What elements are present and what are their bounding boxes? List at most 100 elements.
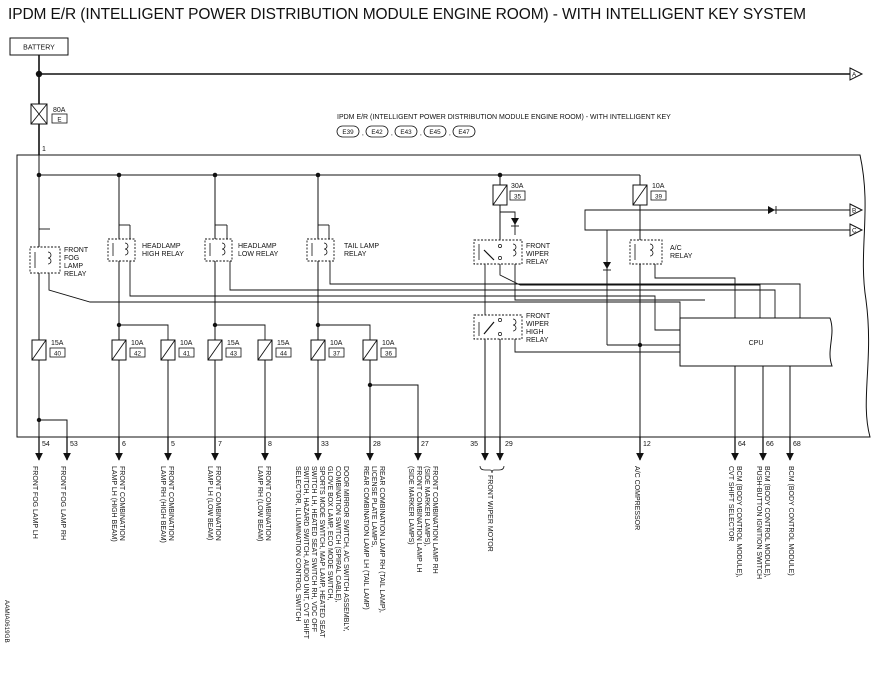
svg-text:27: 27 [421,441,429,448]
svg-text:REAR COMBINATION LAMP LH (TAIL: REAR COMBINATION LAMP LH (TAIL LAMP) [362,466,369,610]
svg-text:53: 53 [70,441,78,448]
svg-text:LOW RELAY: LOW RELAY [238,251,279,258]
svg-text:FRONT COMBINATION LAMP LH: FRONT COMBINATION LAMP LH [415,466,422,573]
svg-text:10A: 10A [180,340,193,347]
svg-text:43: 43 [230,350,238,357]
svg-text:COMBINATION SWITCH (SPIRAL CAB: COMBINATION SWITCH (SPIRAL CABLE), [334,466,341,603]
svg-text:15A: 15A [51,340,64,347]
svg-text:35: 35 [514,193,522,200]
svg-text:7: 7 [218,441,222,448]
svg-text:(SIDE MARKER LAMPS): (SIDE MARKER LAMPS) [407,466,414,545]
fuse-10a-36 [362,339,378,361]
label-fog-rh: FRONT FOG LAMP RH [59,466,66,540]
svg-text:E42: E42 [371,129,383,136]
svg-text:42: 42 [134,350,142,357]
svg-text:HIGH RELAY: HIGH RELAY [142,251,184,258]
svg-text:REAR COMBINATION LAMP RH (TAIL: REAR COMBINATION LAMP RH (TAIL LAMP), [378,466,385,613]
svg-text:44: 44 [280,350,288,357]
destination-labels: FRONT FOG LAMP LH FRONT FOG LAMP RH FRON… [31,466,794,640]
svg-text:GLOVE BOX LAMP, ECO MODE SWITC: GLOVE BOX LAMP, ECO MODE SWITCH, [326,466,333,601]
svg-text:WIPER: WIPER [526,321,549,328]
svg-text:FRONT COMBINATION LAMP RH: FRONT COMBINATION LAMP RH [431,466,438,574]
offpage-connector-c [849,223,864,237]
svg-text:BCM (BODY CONTROL MODULE),: BCM (BODY CONTROL MODULE), [763,466,770,578]
svg-text:6: 6 [122,441,126,448]
svg-text:E47: E47 [458,129,470,136]
svg-text:DOOR MIRROR SWITCH, A/C SWITCH: DOOR MIRROR SWITCH, A/C SWITCH ASSEMBLY, [342,466,349,631]
svg-text:RELAY: RELAY [670,253,693,260]
ipdm-module-outline [16,154,871,438]
svg-text:BCM (BODY CONTROL MODULE): BCM (BODY CONTROL MODULE) [787,466,794,576]
svg-text:8: 8 [268,441,272,448]
svg-text:80A: 80A [53,107,66,114]
svg-text:SWITCH LH, HEATED SEAT SWITCH: SWITCH LH, HEATED SEAT SWITCH RH, VDC OF… [310,466,317,632]
relay-headlamp-high [107,238,136,262]
svg-text:LAMP LH (HIGH BEAM): LAMP LH (HIGH BEAM) [110,466,117,542]
output-wires [35,437,794,461]
svg-text:39: 39 [655,193,663,200]
svg-text:15A: 15A [277,340,290,347]
svg-text:30A: 30A [511,183,524,190]
fuse-10a-42 [111,339,127,361]
svg-text:HIGH: HIGH [526,329,544,336]
cpu-label: CPU [749,340,764,347]
svg-text:TAIL LAMP: TAIL LAMP [344,243,379,250]
svg-text:(SIDE MARKER LAMPS),: (SIDE MARKER LAMPS), [423,466,430,547]
svg-text:C: C [852,228,857,235]
svg-text:E39: E39 [342,129,354,136]
svg-text:5: 5 [171,441,175,448]
svg-text:FRONT COMBINATION: FRONT COMBINATION [167,466,174,541]
svg-text:BCM (BODY CONTROL MODULE),: BCM (BODY CONTROL MODULE), [735,466,742,578]
diagram-code: AAMIA0619GB [3,600,10,643]
svg-text:FRONT: FRONT [526,313,551,320]
svg-text:FRONT: FRONT [64,247,89,254]
svg-text:10A: 10A [330,340,343,347]
svg-text:64: 64 [738,441,746,448]
relay-ac [629,239,663,265]
svg-text:E45: E45 [429,129,441,136]
relay-front-wiper-high [473,314,523,340]
svg-text:A/C: A/C [670,245,682,252]
svg-text:SPORTS MODE SWITCH, MAP LAMP,: SPORTS MODE SWITCH, MAP LAMP, HEATED SEA… [318,466,325,638]
svg-text:,: , [420,130,422,137]
battery-label: BATTERY [23,45,55,52]
svg-text:41: 41 [183,350,191,357]
svg-text:35: 35 [470,441,478,448]
svg-text:CVT SHIFT SELECTOR: CVT SHIFT SELECTOR [727,466,734,541]
module-title: IPDM E/R (INTELLIGENT POWER DISTRIBUTION… [337,114,671,121]
fuse-10a-37 [310,339,326,361]
svg-text:SWITCH, HAZARD SWITCH, AUDIO U: SWITCH, HAZARD SWITCH, AUDIO UNIT, CVT S… [302,466,309,640]
relay-tail-lamp [306,238,335,262]
svg-text:HEADLAMP: HEADLAMP [142,243,181,250]
svg-text:FRONT: FRONT [526,243,551,250]
svg-text:LAMP RH (HIGH BEAM): LAMP RH (HIGH BEAM) [159,466,166,543]
svg-text:10A: 10A [131,340,144,347]
relay-front-wiper [473,239,523,265]
svg-text:FRONT WIPER MOTOR: FRONT WIPER MOTOR [486,475,493,552]
offpage-connector-a [849,67,864,81]
connector-list: E39 , E42 , E43 , E45 , E47 [336,125,476,138]
fuse-15a-43 [207,339,223,361]
svg-text:,: , [449,130,451,137]
svg-text:LICENSE PLATE LAMPS,: LICENSE PLATE LAMPS, [370,466,377,547]
svg-text:FRONT COMBINATION: FRONT COMBINATION [264,466,271,541]
svg-text:LAMP LH (LOW BEAM): LAMP LH (LOW BEAM) [206,466,213,540]
svg-text:RELAY: RELAY [64,271,87,278]
svg-text:PUSH-BUTTON IGNITION SWITCH: PUSH-BUTTON IGNITION SWITCH [755,466,762,579]
svg-text:15A: 15A [227,340,240,347]
fuse-30a [492,184,508,206]
svg-text:37: 37 [333,350,341,357]
svg-text:E43: E43 [400,129,412,136]
label-fog-lh: FRONT FOG LAMP LH [31,466,38,539]
svg-text:,: , [362,130,364,137]
fuse-15a-40 [31,339,47,361]
svg-text:33: 33 [321,441,329,448]
svg-text:RELAY: RELAY [344,251,367,258]
svg-text:12: 12 [643,441,651,448]
relay-headlamp-low [204,238,233,262]
fuse-10a-41 [160,339,176,361]
offpage-connector-b [849,203,864,217]
svg-text:RELAY: RELAY [526,337,549,344]
fuse-15a-44 [257,339,273,361]
